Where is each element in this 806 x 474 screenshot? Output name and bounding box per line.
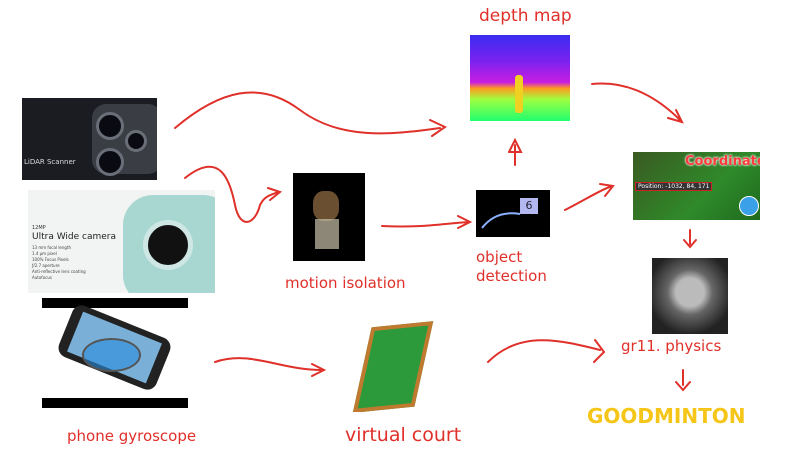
spec-line: Anti-reflective lens coating [32,269,86,274]
arrow-depth-to-coordinates [591,82,684,124]
einstein-photo [652,258,728,334]
camera-specs: 13 mm focal length 1.4 µm pixel 100% Foc… [32,245,86,281]
depth-map-label: depth map [479,6,572,26]
spec-line: Autofocus [32,275,52,280]
ultra-wide-camera-image: 12MP Ultra Wide camera 13 mm focal lengt… [28,190,215,293]
depth-map-image [470,35,570,121]
arrow-detection-to-coordinates [564,183,615,211]
phone-gyroscope-image [42,298,188,408]
object-detection-image: 6 [476,190,550,237]
compass-icon [739,196,759,216]
arrow-lidar-to-depth [174,91,448,137]
arrow-coordinates-to-physics [683,229,697,249]
arrow-physics-to-goodminton [675,369,691,392]
camera-title: Ultra Wide camera [32,232,116,242]
arrow-detection-to-depth [508,137,523,166]
virtual-court-label: virtual court [345,424,462,446]
motion-isolation-image [293,173,365,261]
lidar-scanner-image: LiDAR Scanner [22,98,157,180]
object-detection-label: object detection [476,248,547,286]
spec-line: 1.4 µm pixel [32,251,57,256]
physics-label: gr11. physics [621,337,722,355]
arrow-gyro-to-court [214,357,327,377]
arrow-court-to-physics [487,339,606,363]
coordinates-position: Position: -1032, 84, 171 [635,182,713,191]
coordinates-image: Coordinates Position: -1032, 84, 171 [633,152,760,220]
spec-line: 13 mm focal length [32,245,72,250]
spec-line: ƒ/2.7 aperture [32,263,60,268]
arrow-camera-to-motion [184,165,283,223]
lidar-caption: LiDAR Scanner [24,158,76,166]
coordinates-title: Coordinates [685,154,760,169]
object-detection-line-1: object [476,248,523,266]
arrow-motion-to-detection [381,215,473,229]
object-detection-line-2: detection [476,267,547,285]
detection-box-label: 6 [520,198,538,214]
phone-gyroscope-label: phone gyroscope [67,427,197,445]
goodminton-label: GOODMINTON [587,404,746,428]
motion-isolation-label: motion isolation [285,274,406,292]
spec-line: 100% Focus Pixels [32,257,69,262]
camera-megapixels: 12MP [32,225,46,231]
